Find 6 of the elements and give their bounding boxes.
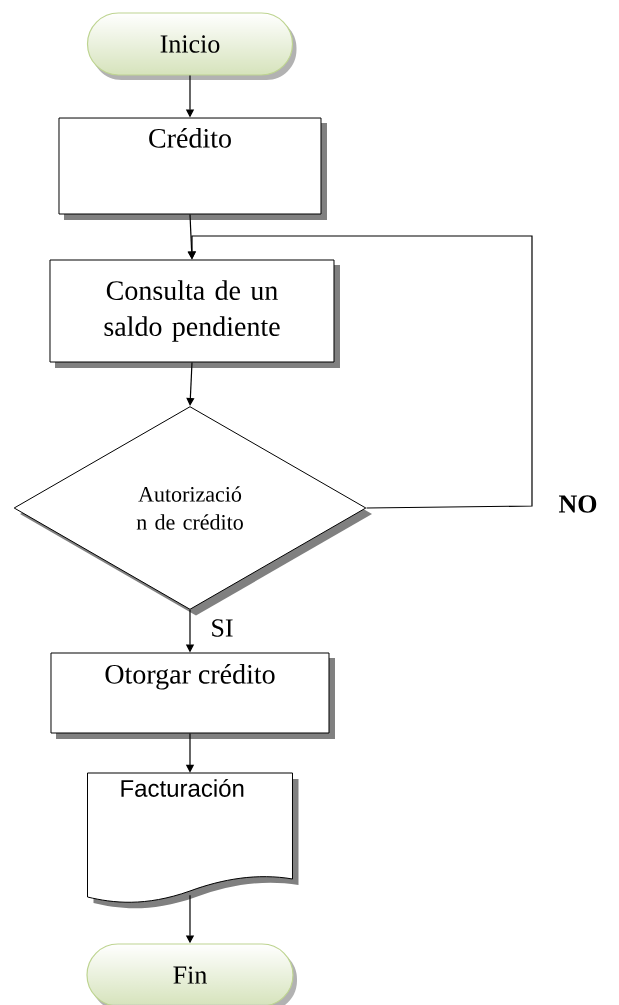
arrow xyxy=(186,361,195,406)
process-box: Otorgar crédito xyxy=(50,652,335,739)
process-box: Crédito xyxy=(58,117,327,220)
edge-label: SI xyxy=(209,618,235,638)
process-box: Consulta de un saldo pendiente xyxy=(49,259,340,368)
edge-label: NO xyxy=(557,494,599,514)
